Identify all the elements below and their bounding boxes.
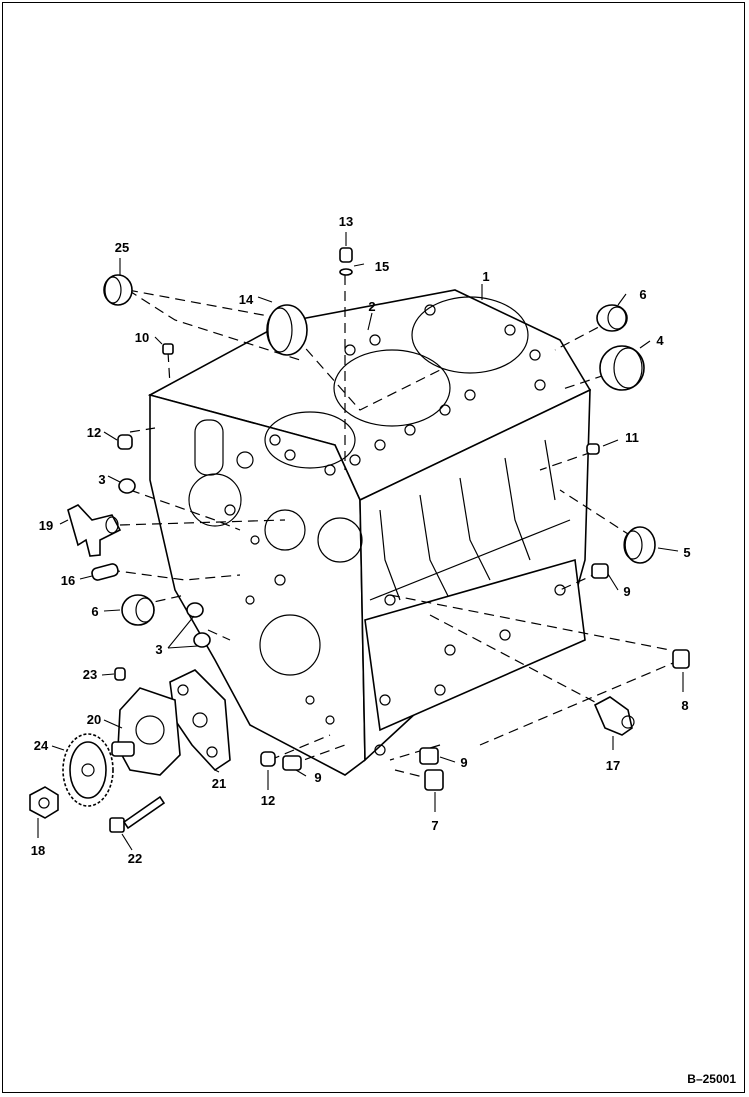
part-5-bushing xyxy=(623,526,656,564)
part-19-fitting xyxy=(67,504,122,557)
part-23-key xyxy=(114,667,126,681)
callout-6-lower: 6 xyxy=(91,604,98,619)
callout-9-lower: 9 xyxy=(314,770,321,785)
callout-5: 5 xyxy=(683,545,690,560)
callout-16: 16 xyxy=(61,573,75,588)
part-17-sender xyxy=(593,696,635,736)
part-10-dowel xyxy=(162,343,174,355)
part-13-dowel xyxy=(339,247,353,263)
part-6-seal-lower xyxy=(121,594,155,626)
callout-1: 1 xyxy=(482,269,489,284)
part-9-plug-right xyxy=(591,563,609,579)
part-9-plug-lower xyxy=(282,755,302,771)
part-22-bolt xyxy=(109,795,166,833)
callout-17: 17 xyxy=(606,758,620,773)
callout-3-lower: 3 xyxy=(155,642,162,657)
callout-9-middle: 9 xyxy=(460,755,467,770)
callout-2: 2 xyxy=(368,299,375,314)
part-18-nut xyxy=(29,786,59,819)
callout-9-right: 9 xyxy=(623,584,630,599)
part-11-dowel xyxy=(586,443,600,455)
callout-6-upper: 6 xyxy=(639,287,646,302)
part-9-plug-middle xyxy=(419,747,439,765)
callout-12-lower: 12 xyxy=(261,793,275,808)
callout-18: 18 xyxy=(31,843,45,858)
part-14-plug xyxy=(266,304,308,356)
callout-12-upper: 12 xyxy=(87,425,101,440)
callout-14: 14 xyxy=(239,292,254,307)
reference-code: B–25001 xyxy=(687,1072,736,1086)
callout-7: 7 xyxy=(431,818,438,833)
callout-15: 15 xyxy=(375,259,389,274)
callout-8: 8 xyxy=(681,698,688,713)
part-7-plug xyxy=(424,769,444,791)
callout-4: 4 xyxy=(656,333,664,348)
callout-13: 13 xyxy=(339,214,353,229)
part-12-dowel-upper xyxy=(117,434,133,450)
callout-19: 19 xyxy=(39,518,53,533)
callout-10: 10 xyxy=(135,330,149,345)
callout-23: 23 xyxy=(83,667,97,682)
callout-20: 20 xyxy=(87,712,101,727)
callout-21: 21 xyxy=(212,776,226,791)
part-20-oil-pump xyxy=(111,687,181,776)
part-3-dowels-lower xyxy=(186,602,211,648)
part-24-gear xyxy=(62,733,114,807)
callout-labels: 1 2 3 3 4 5 6 6 7 8 9 9 9 10 11 12 12 13… xyxy=(31,214,691,866)
leader-lines xyxy=(37,232,684,851)
part-16-pin xyxy=(91,563,119,581)
part-12-dowel-lower xyxy=(260,751,276,767)
part-8-plug xyxy=(672,649,690,669)
callout-25: 25 xyxy=(115,240,129,255)
callout-22: 22 xyxy=(128,851,142,866)
callout-11: 11 xyxy=(625,430,639,445)
part-6-plug-top xyxy=(596,304,628,332)
part-3-dowel-upper xyxy=(118,478,136,494)
callout-24: 24 xyxy=(34,738,49,753)
part-25-plug xyxy=(103,274,133,306)
cylinder-block xyxy=(147,289,592,776)
part-15-oring xyxy=(339,268,353,276)
part-4-plug xyxy=(599,345,645,391)
callout-3-upper: 3 xyxy=(98,472,105,487)
